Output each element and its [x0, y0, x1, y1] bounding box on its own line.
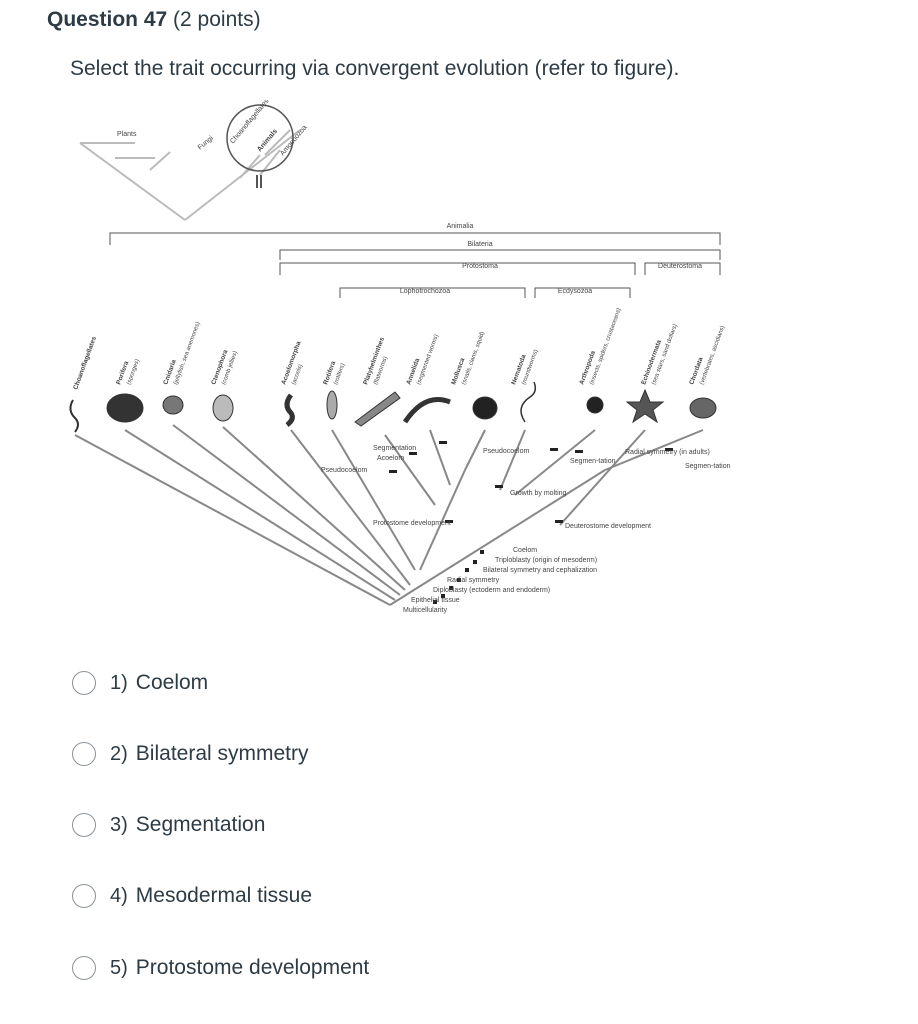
trait-coelom: Coelom — [513, 547, 537, 554]
answer-number: 1) — [110, 671, 128, 694]
insect-icon — [586, 396, 604, 414]
answer-number: 2) — [110, 742, 128, 765]
radio-button[interactable] — [72, 671, 96, 695]
taxon-choanoflagellates: Choanoflagellates — [72, 335, 98, 390]
question-number: Question 47 — [47, 8, 168, 31]
clade-bilateria: Bilateria — [467, 241, 492, 248]
radio-button[interactable] — [72, 742, 96, 766]
taxon-chordata-common: (vertebrates, ascidians) — [699, 325, 726, 386]
answer-option-2[interactable]: 2) Bilateral symmetry — [72, 737, 472, 771]
rotifer-icon — [326, 390, 338, 420]
frog-icon — [689, 397, 717, 419]
question-header: Question 47 (2 points) — [47, 8, 261, 32]
radio-button[interactable] — [72, 956, 96, 980]
jellyfish-icon — [162, 395, 184, 415]
trait-growth-by-molting: Growth by molting — [510, 490, 567, 497]
trait-radial-symmetry-adult: Radial symmetry (in adults) — [625, 449, 710, 456]
sponge-icon — [106, 393, 144, 423]
acoel-icon — [284, 393, 295, 427]
clade-protostoma: Protostoma — [462, 263, 498, 270]
trait-diploblasty: Diploblasty (ectoderm and endoderm) — [433, 587, 550, 594]
flatworm-icon — [354, 391, 401, 427]
phylogeny-figure: Plants Fungi Choanoflagellates Animals A… — [55, 97, 755, 640]
comb-jelly-icon — [212, 394, 234, 422]
trait-segmentation: Segmentation — [373, 445, 416, 452]
trait-pseudocoelom-left: Pseudocoelom — [321, 467, 367, 474]
trait-deuterostome-development: Deuterostome development — [565, 523, 651, 530]
answer-number: 4) — [110, 884, 128, 907]
trait-labels: Segmentation Acoelom Pseudocoelom Pseudo… — [321, 445, 731, 614]
answer-label: Bilateral symmetry — [135, 742, 309, 765]
answer-label: Segmentation — [135, 813, 266, 836]
trait-segmentation-arthropoda: Segmen-tation — [570, 458, 616, 465]
trait-markers — [389, 441, 673, 604]
sea-star-icon — [625, 388, 665, 424]
organism-illustrations — [69, 381, 717, 433]
top-mini-tree — [79, 104, 301, 221]
question-prompt: Select the trait occurring via convergen… — [70, 57, 680, 80]
trait-triploblasty: Triploblasty (origin of mesoderm) — [495, 557, 597, 564]
trait-acoelom: Acoelom — [377, 455, 404, 462]
top-tree-label-plants: Plants — [117, 131, 137, 138]
trait-pseudocoelom-right: Pseudocoelom — [483, 448, 529, 455]
trait-bilateral: Bilateral symmetry and cephalization — [483, 567, 597, 574]
clade-ecdysozoa: Ecdysozoa — [558, 288, 592, 295]
taxon-arthropoda-common: (insects, spiders, crustaceans) — [589, 307, 622, 385]
trait-protostome-development: Protostome development — [373, 520, 451, 527]
clade-brackets — [109, 232, 721, 298]
phylogeny-diagram: Plants Fungi Choanoflagellates Animals A… — [69, 97, 731, 614]
segmented-worm-icon — [402, 397, 451, 424]
radio-button[interactable] — [72, 884, 96, 908]
taxon-labels: Choanoflagellates Porifera (sponges) Cni… — [72, 307, 726, 390]
tree-branches — [74, 424, 704, 606]
answer-number: 3) — [110, 813, 128, 836]
clade-deuterostoma: Deuterostoma — [658, 263, 702, 270]
question-points: (2 points) — [173, 8, 261, 31]
choanoflagellate-icon — [69, 399, 79, 433]
answer-label: Mesodermal tissue — [135, 884, 313, 907]
answer-label: Coelom — [135, 671, 209, 694]
answer-label: Protostome development — [135, 956, 370, 979]
top-tree-label-fungi: Fungi — [197, 135, 215, 152]
roundworm-icon — [520, 381, 537, 423]
radio-button[interactable] — [72, 813, 96, 837]
trait-segmentation-chordata: Segmen-tation — [685, 463, 731, 470]
snail-icon — [472, 396, 498, 420]
taxon-mollusca-common: (snails, clams, squid) — [461, 331, 486, 386]
trait-epithelial-tissue: Epithelial tissue — [411, 597, 460, 604]
answer-option-4[interactable]: 4) Mesodermal tissue — [72, 879, 472, 913]
clade-lophotrochozoa: Lophotrochozoa — [400, 288, 450, 295]
answer-option-3[interactable]: 3) Segmentation — [72, 808, 472, 842]
answer-number: 5) — [110, 956, 128, 979]
answer-option-1[interactable]: 1) Coelom — [72, 666, 472, 700]
trait-radial-symmetry: Radial symmetry — [447, 577, 500, 584]
trait-multicellularity: Multicellularity — [403, 607, 447, 614]
clade-animalia: Animalia — [447, 223, 474, 230]
answer-option-5[interactable]: 5) Protostome development — [72, 951, 472, 985]
taxon-cnidaria-common: (jellyfish, sea anemones) — [173, 321, 201, 385]
top-tree-label-amoebozoa: Amoebozoa — [279, 124, 308, 157]
taxon-nematoda-common: (roundworms) — [521, 349, 539, 386]
